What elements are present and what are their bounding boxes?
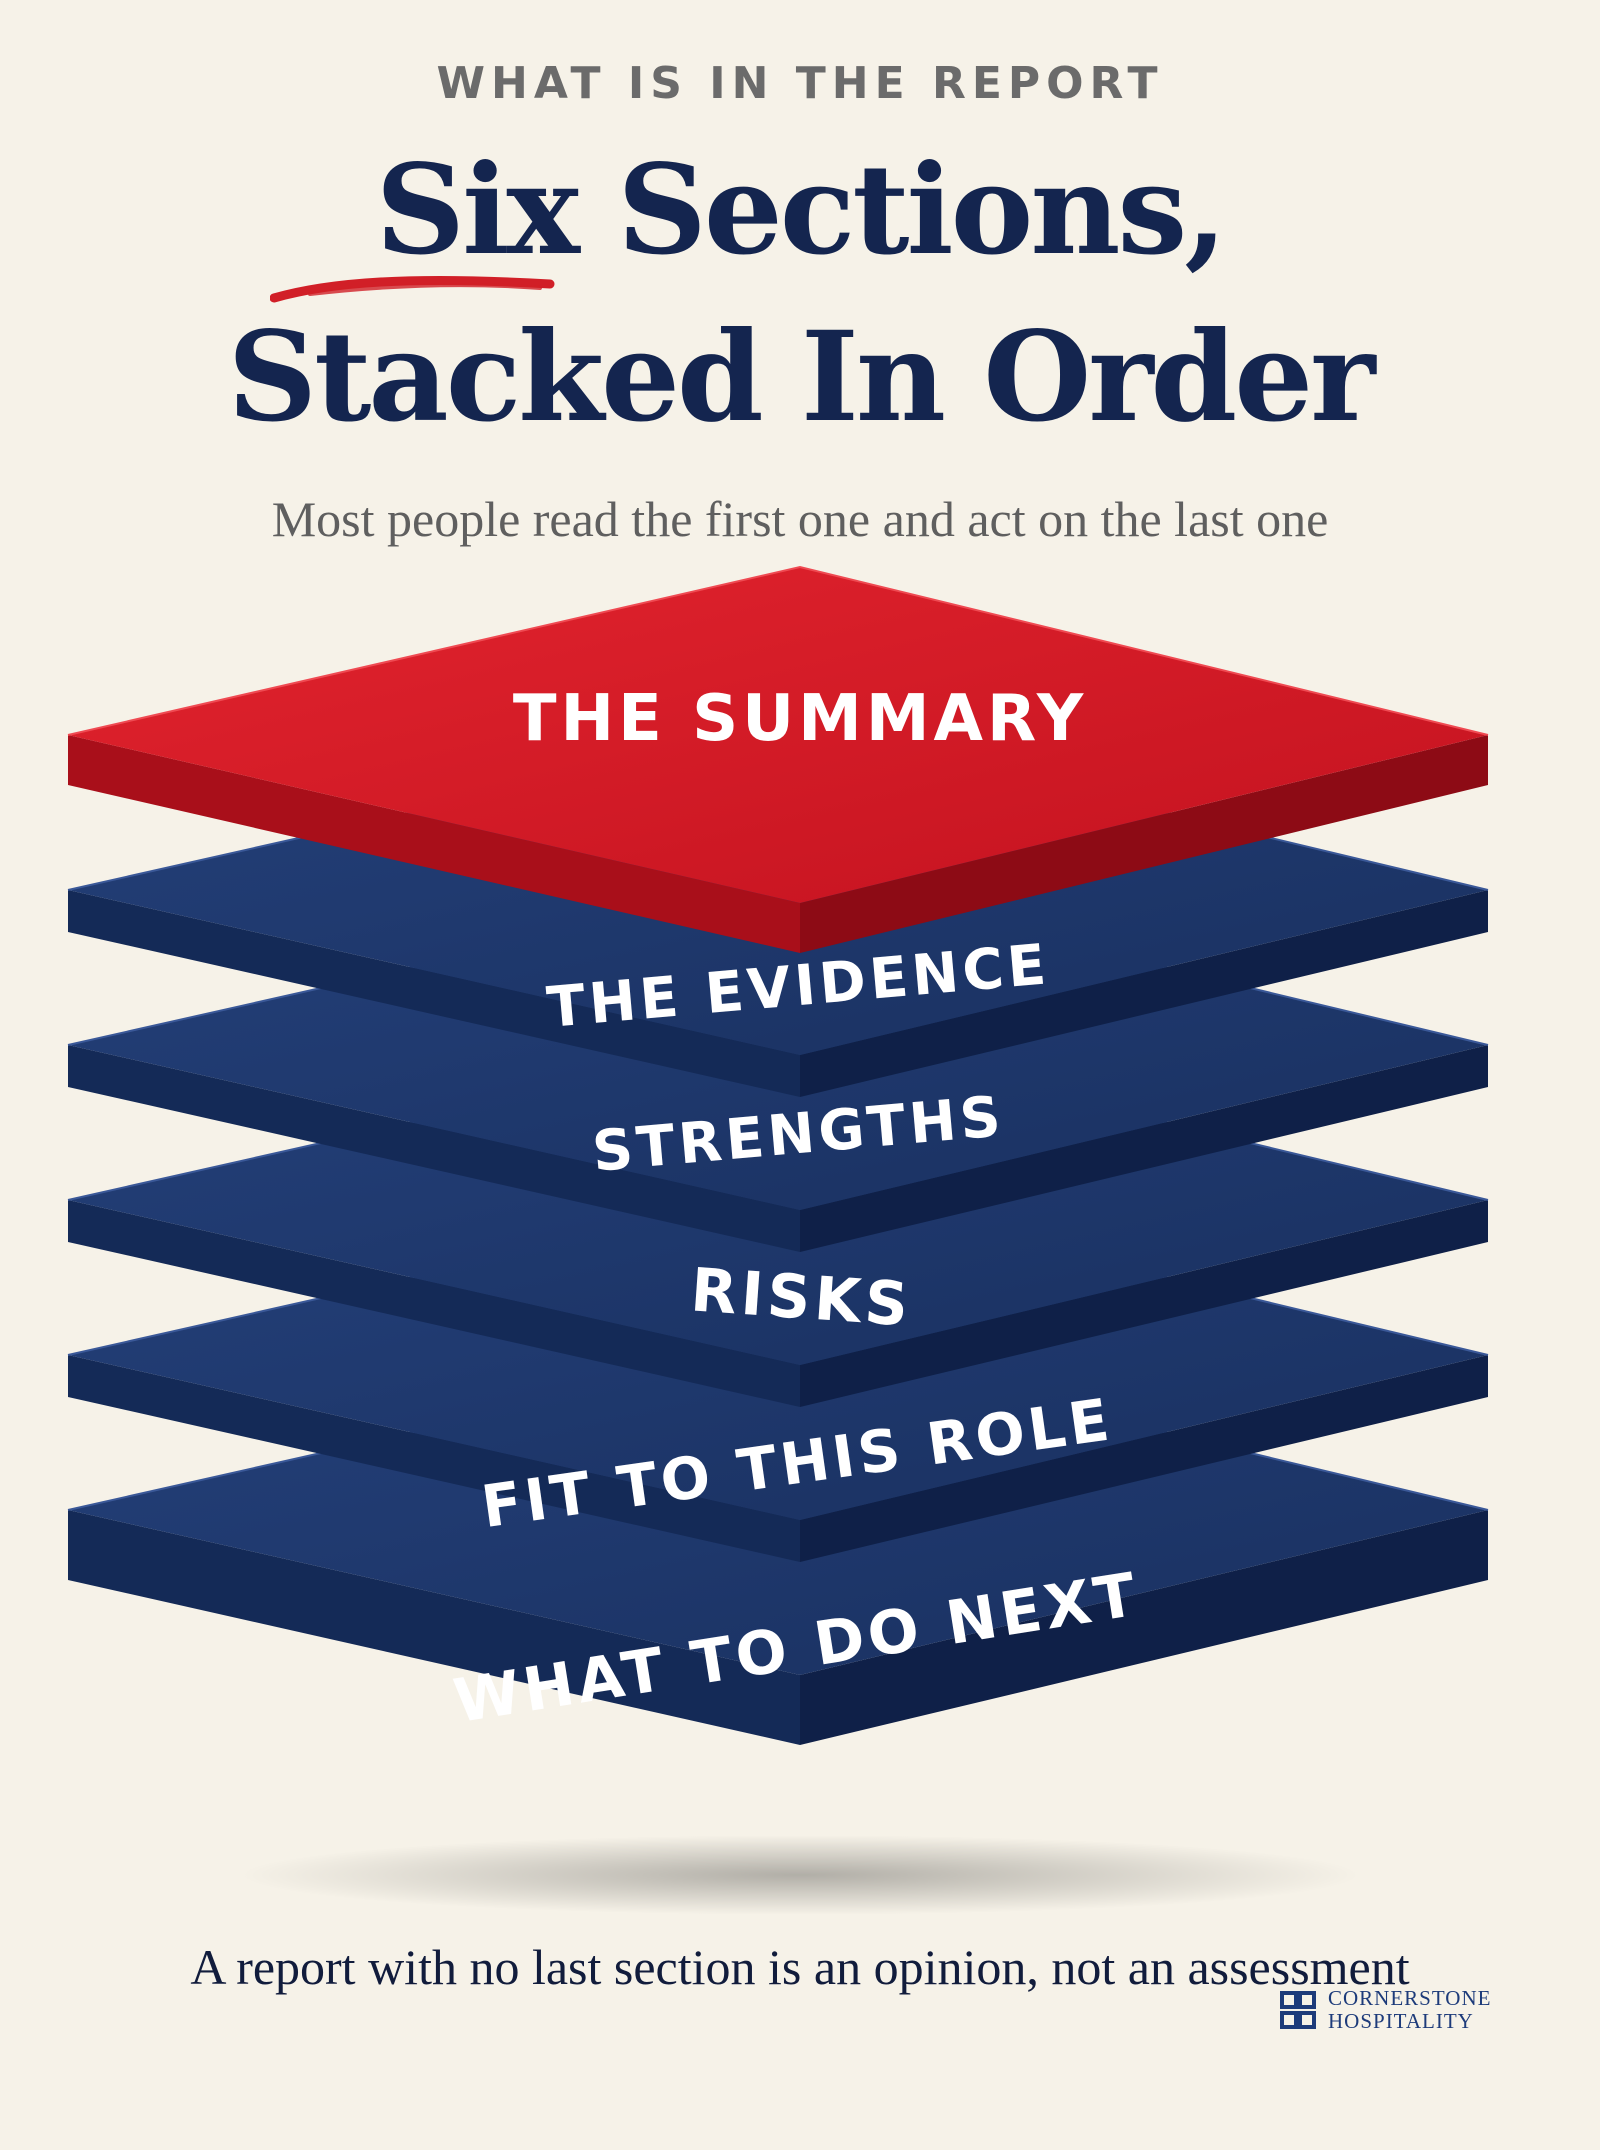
layer-left-face [68, 890, 800, 1097]
layer-label: THE SUMMARY [513, 682, 1087, 756]
eyebrow-label: WHAT IS IN THE REPORT [436, 58, 1164, 109]
subtitle: Most people read the first one and act o… [271, 491, 1329, 547]
layer-left-face [68, 735, 800, 953]
layer-edge-highlight [67, 565, 1489, 736]
brand-name-line-2: HOSPITALITY [1328, 2009, 1474, 2033]
brand-logo: CORNERSTONE HOSPITALITY [1278, 1987, 1491, 2033]
layer-right-face [800, 1045, 1488, 1252]
layer-right-face [800, 735, 1488, 953]
layer-right-face [800, 1510, 1488, 1745]
layer-right-face [800, 1200, 1488, 1407]
layer-left-face [68, 1355, 800, 1562]
layer-right-face [800, 890, 1488, 1097]
stack-shadow [240, 1835, 1360, 1915]
red-underline-mark [270, 275, 555, 303]
title-line-1: Six Sections, [375, 138, 1228, 283]
layer-left-face [68, 1510, 800, 1745]
brand-name-line-1: CORNERSTONE [1328, 1986, 1492, 2010]
layer-label: RISKS [688, 1255, 914, 1340]
layer-right-face [800, 1355, 1488, 1562]
layer-left-face [68, 1045, 800, 1252]
title-line-2: Stacked In Order [227, 305, 1376, 450]
layer-top-face [68, 567, 1488, 903]
layer-left-face [68, 1200, 800, 1407]
cornerstone-logo-icon [1280, 1991, 1316, 2029]
stack-layer: THE SUMMARY [67, 565, 1489, 953]
footer-note: A report with no last section is an opin… [190, 1939, 1410, 1995]
